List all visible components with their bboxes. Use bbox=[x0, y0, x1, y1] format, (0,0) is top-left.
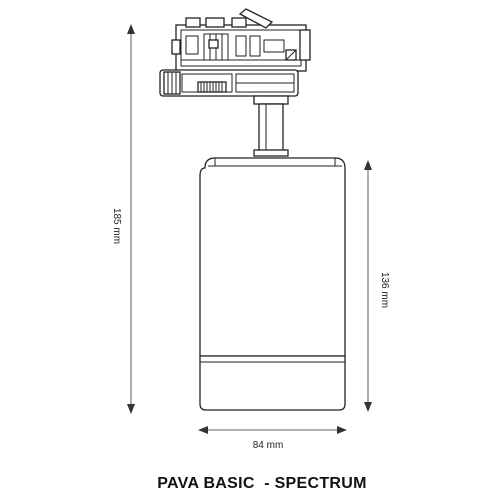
dimension-body-height: 136 mm bbox=[364, 160, 390, 412]
dimension-total-height: 185 mm bbox=[111, 24, 135, 414]
stem bbox=[253, 103, 289, 157]
dimension-body-height-label: 136 mm bbox=[379, 272, 390, 308]
product-title: PAVA BASIC - SPECTRUM bbox=[157, 475, 367, 492]
dimension-width: 84 mm bbox=[198, 426, 347, 451]
dimension-total-height-label: 185 mm bbox=[111, 208, 122, 244]
knob-grip bbox=[197, 81, 227, 93]
lamp-front-ring bbox=[199, 355, 346, 411]
lamp-body bbox=[199, 157, 346, 357]
dimension-width-label: 84 mm bbox=[253, 440, 284, 451]
track-adapter bbox=[171, 8, 311, 72]
adapter-base bbox=[159, 69, 299, 105]
